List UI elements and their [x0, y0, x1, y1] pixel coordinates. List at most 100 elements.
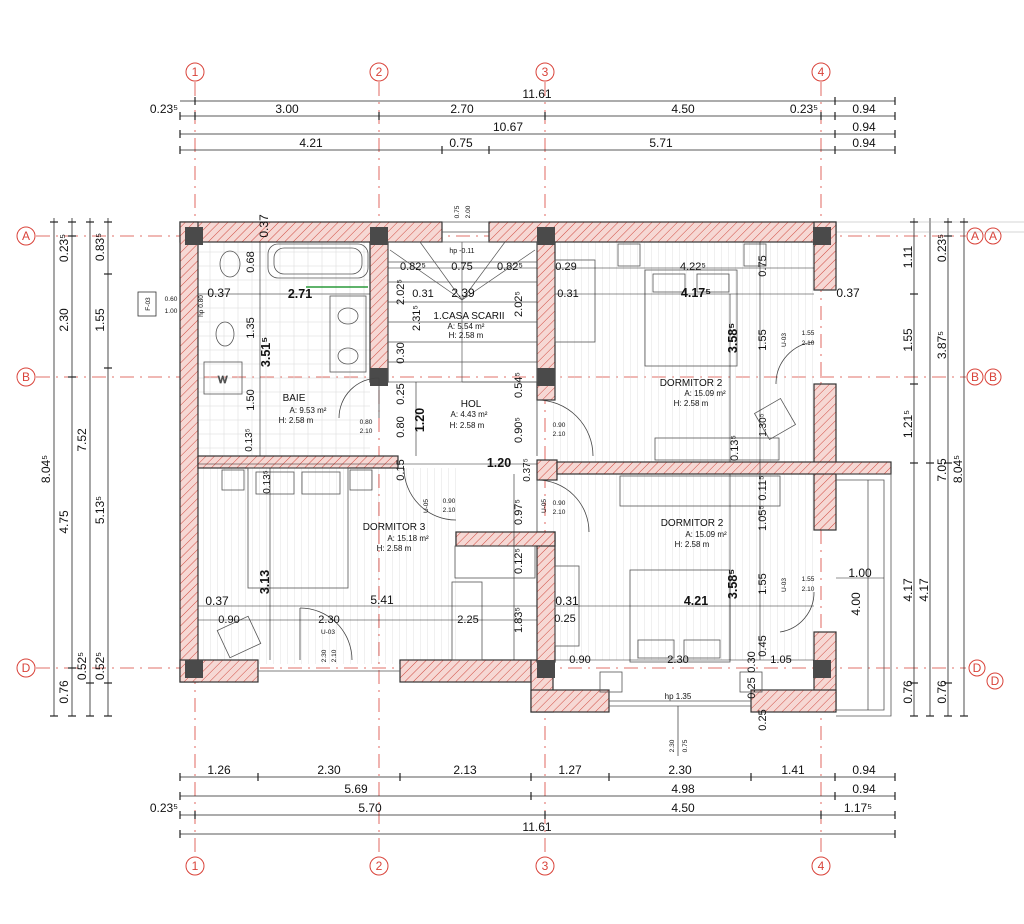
bold-dims: 2.71 3.51⁵ 1.20 1.20 4.17⁵ 3.58⁵ 4.21 3.… [258, 286, 740, 608]
wall-south-bay-left [530, 689, 610, 713]
dim-label: 7.52 [75, 428, 89, 452]
dim-label: 8.04⁵ [39, 455, 53, 483]
dim-label: 2.30 [57, 308, 71, 332]
room-baie: BAIE A: 9.53 m² H: 2.58 m [279, 393, 327, 425]
room-name: 1.CASA SCARII [433, 311, 504, 322]
dim-label: 0.90⁵ [513, 417, 525, 443]
dim-label: 0.31 [557, 288, 578, 300]
window-tag: hp 0.80 [198, 295, 205, 317]
door-tag: 0.90 [553, 422, 566, 429]
dim-label: 0.29 [555, 261, 576, 273]
dimension-chains-bottom [179, 773, 896, 838]
dim-label: 1.27 [558, 763, 582, 777]
door-tag: U-05 [541, 499, 548, 513]
window-tag: 0.75 [454, 205, 461, 218]
dim-bold: 4.17⁵ [681, 286, 711, 300]
dimension-chains-right [836, 218, 1024, 717]
axis-label: 2 [376, 859, 383, 873]
room-hol: HOL A: 4.43 m² H: 2.58 m [450, 399, 488, 430]
dim-label: 1.55 [901, 328, 915, 352]
wall-west [179, 221, 199, 683]
axis-label: B [971, 370, 979, 384]
dim-label: 1.17⁵ [844, 801, 872, 815]
dim-bold: 3.58⁵ [726, 569, 740, 599]
dim-label: 0.94 [852, 782, 876, 796]
bidet [215, 321, 235, 347]
dim-bold: 3.13 [258, 570, 272, 594]
window-tag: 2.30 [669, 739, 676, 752]
dim-label: 1.05⁵ [757, 505, 769, 531]
armchair [216, 615, 262, 659]
axis-label: D [991, 674, 1000, 688]
room-height: H: 2.58 m [450, 421, 485, 430]
dim-label: 5.70 [358, 801, 382, 815]
room-area: A: 15.09 m² [684, 389, 726, 398]
dim-label: 0.23⁵ [57, 234, 71, 262]
dim-label: 2.30 [667, 654, 688, 666]
axis-label: 1 [192, 859, 199, 873]
dim-label: 4.22⁵ [680, 261, 706, 273]
dim-label: 0.52⁵ [75, 652, 89, 680]
double-sink [329, 295, 367, 373]
axis-bubbles-left: A B D [16, 226, 36, 678]
wall-south-mid [399, 659, 532, 683]
wall-east-mid [813, 383, 837, 531]
hp-label: hp -0.11 [449, 248, 474, 255]
dim-label: 0.68 [245, 251, 257, 272]
dim-label: 2.30 [668, 763, 692, 777]
dim-label: 8.04⁵ [951, 455, 965, 483]
dim-label: 3.00 [275, 102, 299, 116]
dim-label: 4.98 [671, 782, 695, 796]
dim-label: 1.50 [245, 389, 257, 410]
dim-label: 0.83⁵ [93, 233, 107, 261]
dim-label: 0.45 [757, 635, 769, 656]
dim-label: 0.82⁵ [497, 261, 523, 273]
room-dormitor-2-top: DORMITOR 2 A: 15.09 m² H: 2.58 m [660, 378, 726, 408]
bed-dormitor-2-top [644, 269, 738, 367]
dim-label: 0.97⁵ [513, 499, 525, 525]
door-tag: 2.10 [360, 428, 373, 435]
desk-top [654, 437, 780, 461]
room-name: DORMITOR 2 [661, 518, 724, 529]
dim-label: 0.37 [205, 594, 229, 608]
dim-label: 0.12⁵ [513, 548, 525, 574]
dim-label: 1.55 [757, 573, 769, 594]
dim-label: 2.02⁵ [395, 279, 407, 305]
dim-label: 1.30⁵ [758, 413, 769, 437]
door-tag: 2.10 [802, 340, 815, 347]
dim-label: 11.61 [522, 820, 551, 834]
dim-label: 2.13 [453, 763, 477, 777]
room-height: H: 2.58 m [279, 416, 314, 425]
dim-label: 2.30 [318, 614, 339, 626]
dim-label: 0.25 [395, 383, 407, 404]
door-tag: 2.10 [331, 649, 338, 662]
dim-label: 5.69 [344, 782, 368, 796]
opening-tags: 0.75 2.00 hp -0.11 F-03 0.60 1.00 hp 0.8… [137, 205, 815, 756]
room-height: H: 2.58 m [675, 540, 710, 549]
dim-label: 0.76 [935, 680, 949, 704]
window-tag: 0.60 [165, 296, 178, 303]
door-tag: U-03 [321, 629, 335, 636]
room-height: H: 2.58 m [377, 544, 412, 553]
room-area: A: 15.09 m² [685, 530, 727, 539]
room-dormitor-2-bottom: DORMITOR 2 A: 15.09 m² H: 2.58 m [661, 518, 727, 549]
axis-bubbles-top: 1 2 3 4 [185, 62, 831, 82]
washing-machine [203, 361, 243, 395]
dim-label: 0.90 [569, 654, 590, 666]
axis-label: 3 [542, 65, 549, 79]
wall-hol-bottom [455, 531, 556, 547]
dim-label: 2.30 [317, 763, 341, 777]
dim-label: 4.50 [671, 801, 695, 815]
dim-bold: 1.20 [487, 456, 511, 470]
columns [185, 227, 831, 678]
dim-label: 0.25 [554, 613, 575, 625]
axis-label: A [971, 229, 979, 243]
door-tag: 2.30 [321, 649, 328, 662]
dim-label: 2.02⁵ [513, 291, 525, 317]
door-u03-bottom [779, 591, 815, 633]
dim-label: 0.37 [207, 286, 231, 300]
f03-box [137, 291, 157, 317]
chair-top [753, 397, 797, 441]
room-area: A: 15.18 m² [387, 534, 429, 543]
dim-label: 0.94 [852, 102, 876, 116]
